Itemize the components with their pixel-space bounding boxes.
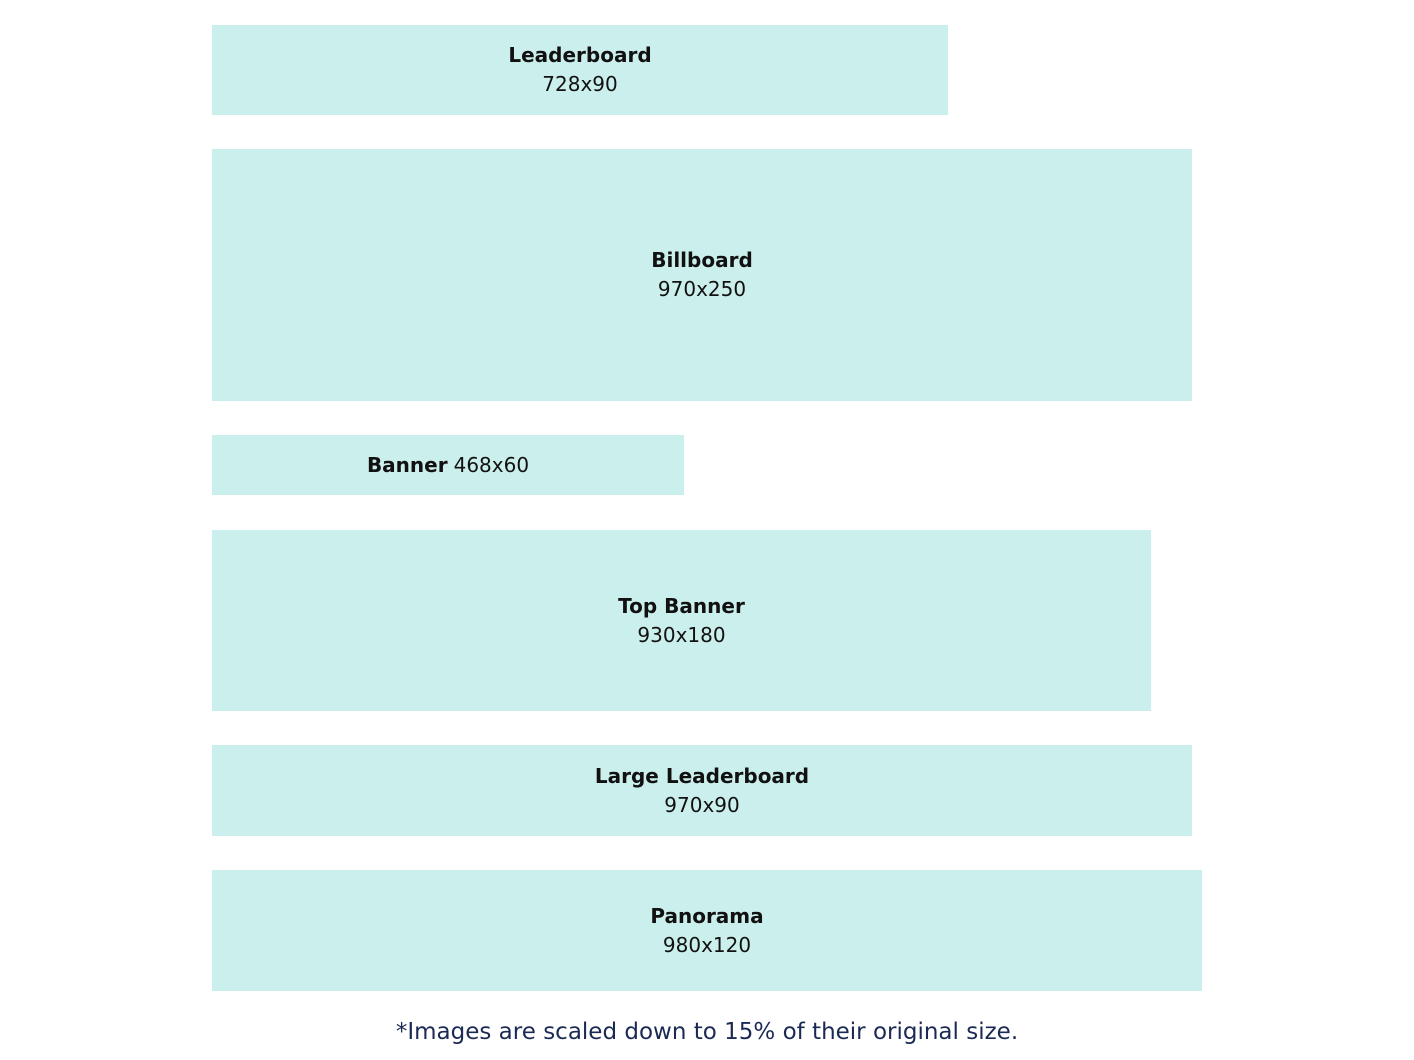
ad-size-leaderboard: Leaderboard 728x90 (212, 25, 948, 115)
ad-size-dimensions: 728x90 (542, 72, 618, 96)
ad-size-dimensions: 468x60 (453, 452, 530, 477)
ad-size-dimensions: 970x250 (657, 277, 747, 301)
ad-size-name: Banner (366, 452, 448, 477)
ad-size-banner: Banner 468x60 (212, 435, 684, 495)
ad-size-panorama: Panorama 980x120 (212, 870, 1202, 991)
ad-size-dimensions: 970x90 (664, 792, 740, 817)
ad-size-top-banner: Top Banner 930x180 (212, 530, 1151, 711)
ad-size-large-leaderboard: Large Leaderboard 970x90 (212, 745, 1192, 836)
ad-size-name: Panorama (650, 903, 764, 928)
footnote: *Images are scaled down to 15% of their … (395, 1019, 1019, 1045)
ad-size-name: Large Leaderboard (594, 763, 810, 788)
ad-size-dimensions: 980x120 (662, 932, 752, 957)
ad-size-dimensions: 930x180 (637, 622, 726, 647)
ad-size-name: Top Banner (618, 593, 745, 618)
ad-size-name: Billboard (651, 248, 753, 272)
ad-size-billboard: Billboard 970x250 (212, 149, 1192, 401)
ad-size-name: Leaderboard (508, 43, 652, 67)
